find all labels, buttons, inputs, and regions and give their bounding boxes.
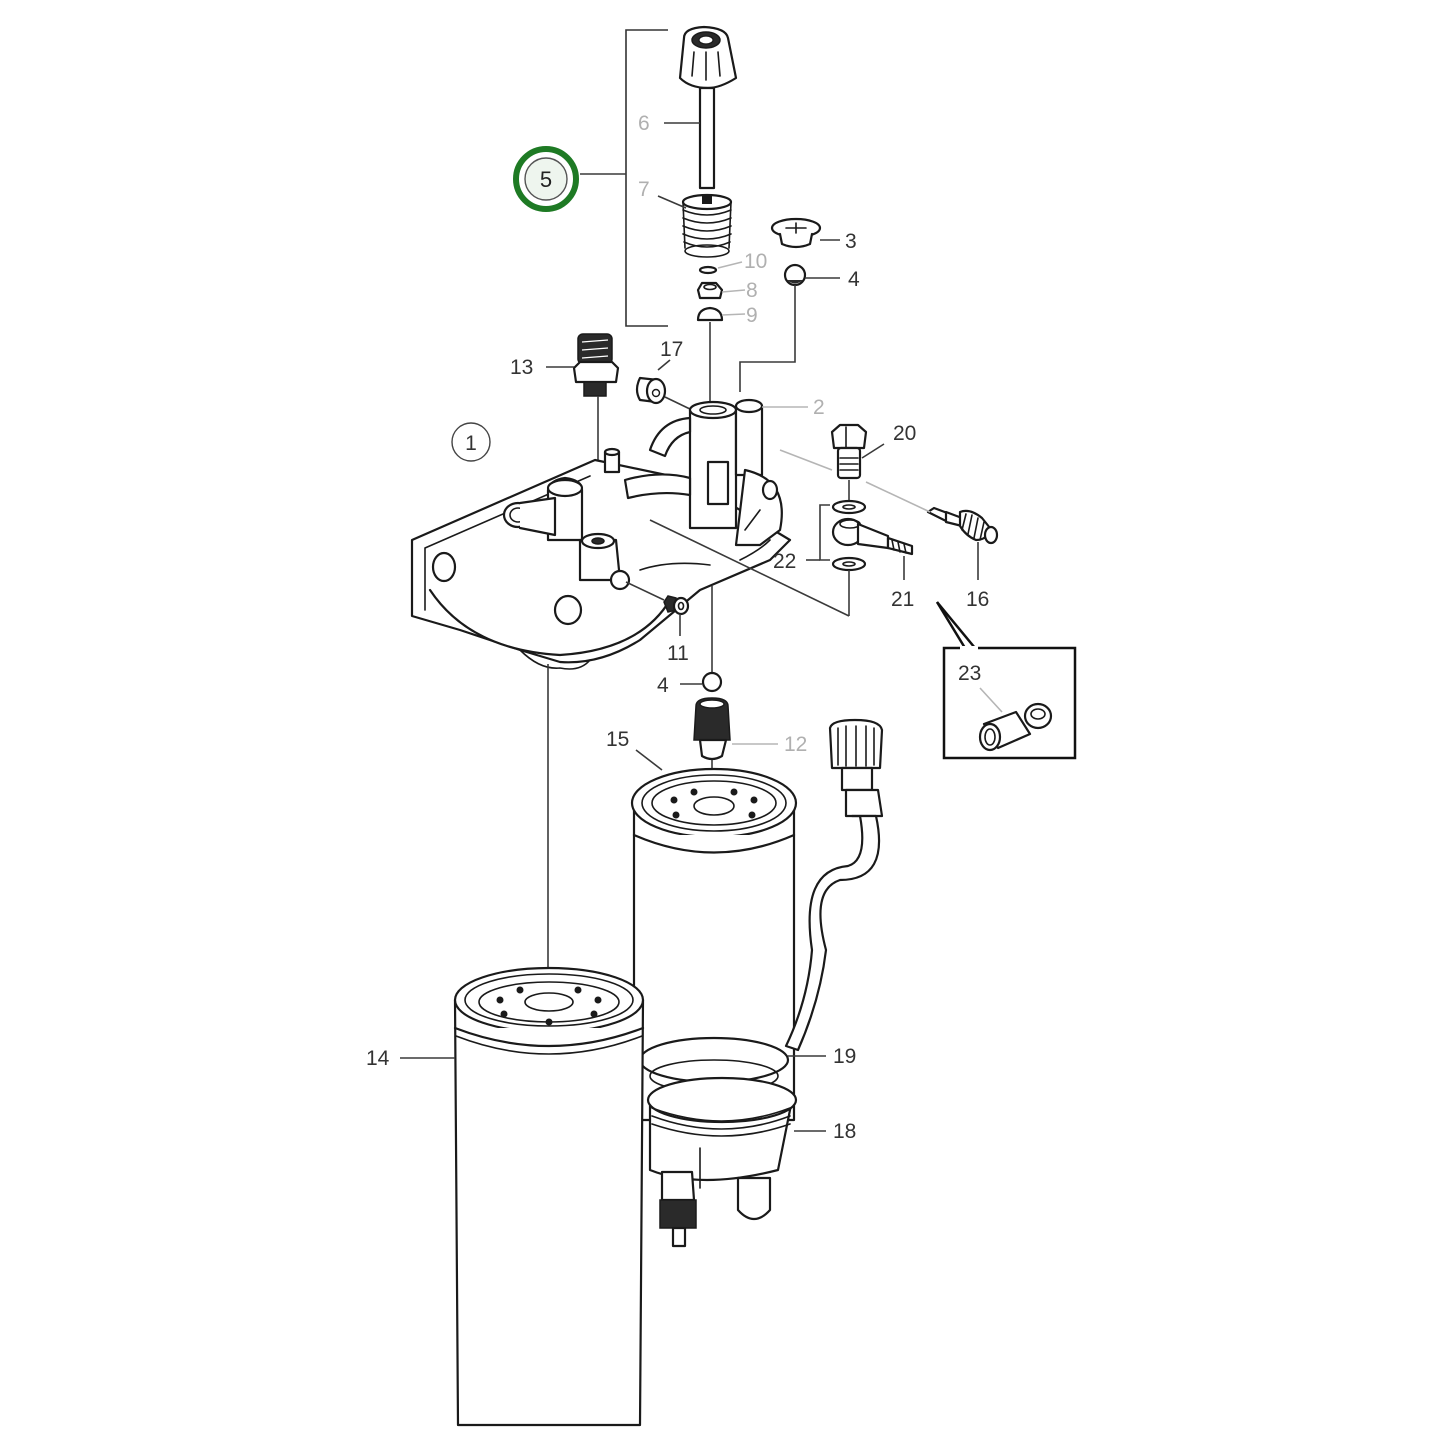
part-16-temperature-sensor[interactable] bbox=[926, 506, 999, 545]
part-22-sealing-washers[interactable] bbox=[831, 499, 867, 572]
part-9-valve[interactable] bbox=[696, 306, 724, 322]
label-16: 16 bbox=[966, 588, 989, 611]
part-20-banjo-bolt[interactable] bbox=[830, 423, 868, 480]
label-14: 14 bbox=[366, 1047, 390, 1070]
label-8: 8 bbox=[746, 279, 758, 302]
hand-pump-assembly-bracket bbox=[580, 29, 668, 327]
label-15: 15 bbox=[606, 728, 629, 751]
label-18: 18 bbox=[833, 1120, 856, 1143]
label-4-upper: 4 bbox=[848, 268, 860, 291]
label-3: 3 bbox=[845, 230, 857, 253]
part-11-screw-plug[interactable] bbox=[663, 595, 690, 616]
part-7-spring[interactable] bbox=[681, 193, 733, 258]
part-8-nut[interactable] bbox=[696, 281, 724, 300]
label-17: 17 bbox=[660, 338, 683, 361]
label-13: 13 bbox=[510, 356, 533, 379]
part-15-fuel-filter[interactable] bbox=[630, 767, 798, 1122]
label-20: 20 bbox=[893, 422, 916, 445]
part-17-bushing[interactable] bbox=[635, 376, 667, 405]
label-9: 9 bbox=[746, 304, 758, 327]
label-23: 23 bbox=[958, 662, 981, 685]
part-4-ball-upper[interactable] bbox=[783, 263, 807, 287]
main-filter-housing[interactable] bbox=[410, 398, 792, 670]
inset-box-part-23[interactable]: 23 bbox=[935, 601, 1077, 760]
part-10-o-ring[interactable] bbox=[698, 265, 718, 275]
label-7: 7 bbox=[638, 178, 650, 201]
label-10: 10 bbox=[744, 250, 767, 273]
label-21: 21 bbox=[891, 588, 914, 611]
label-11: 11 bbox=[667, 642, 689, 665]
callout-1-label: 1 bbox=[465, 432, 477, 455]
callout-5-highlighted[interactable]: 5 bbox=[513, 146, 579, 212]
label-22: 22 bbox=[773, 550, 796, 573]
part-6-pump-handle[interactable] bbox=[678, 25, 738, 190]
label-19: 19 bbox=[833, 1045, 856, 1068]
part-21-banjo-fitting[interactable] bbox=[831, 517, 914, 556]
water-sensor-cable[interactable] bbox=[784, 718, 884, 1052]
callout-1-housing[interactable]: 1 bbox=[451, 422, 491, 462]
part-12-check-valve[interactable] bbox=[693, 697, 731, 761]
label-2: 2 bbox=[813, 396, 825, 419]
label-12: 12 bbox=[784, 733, 807, 756]
label-6: 6 bbox=[638, 112, 650, 135]
label-4-lower: 4 bbox=[657, 674, 669, 697]
part-14-main-filter[interactable] bbox=[453, 966, 645, 1427]
part-13-pressure-sensor[interactable] bbox=[572, 333, 620, 397]
part-18-water-bowl[interactable] bbox=[646, 1076, 798, 1248]
callout-5-label: 5 bbox=[540, 167, 552, 192]
part-3-plug[interactable] bbox=[770, 217, 822, 249]
part-4-ball-lower[interactable] bbox=[701, 671, 723, 693]
